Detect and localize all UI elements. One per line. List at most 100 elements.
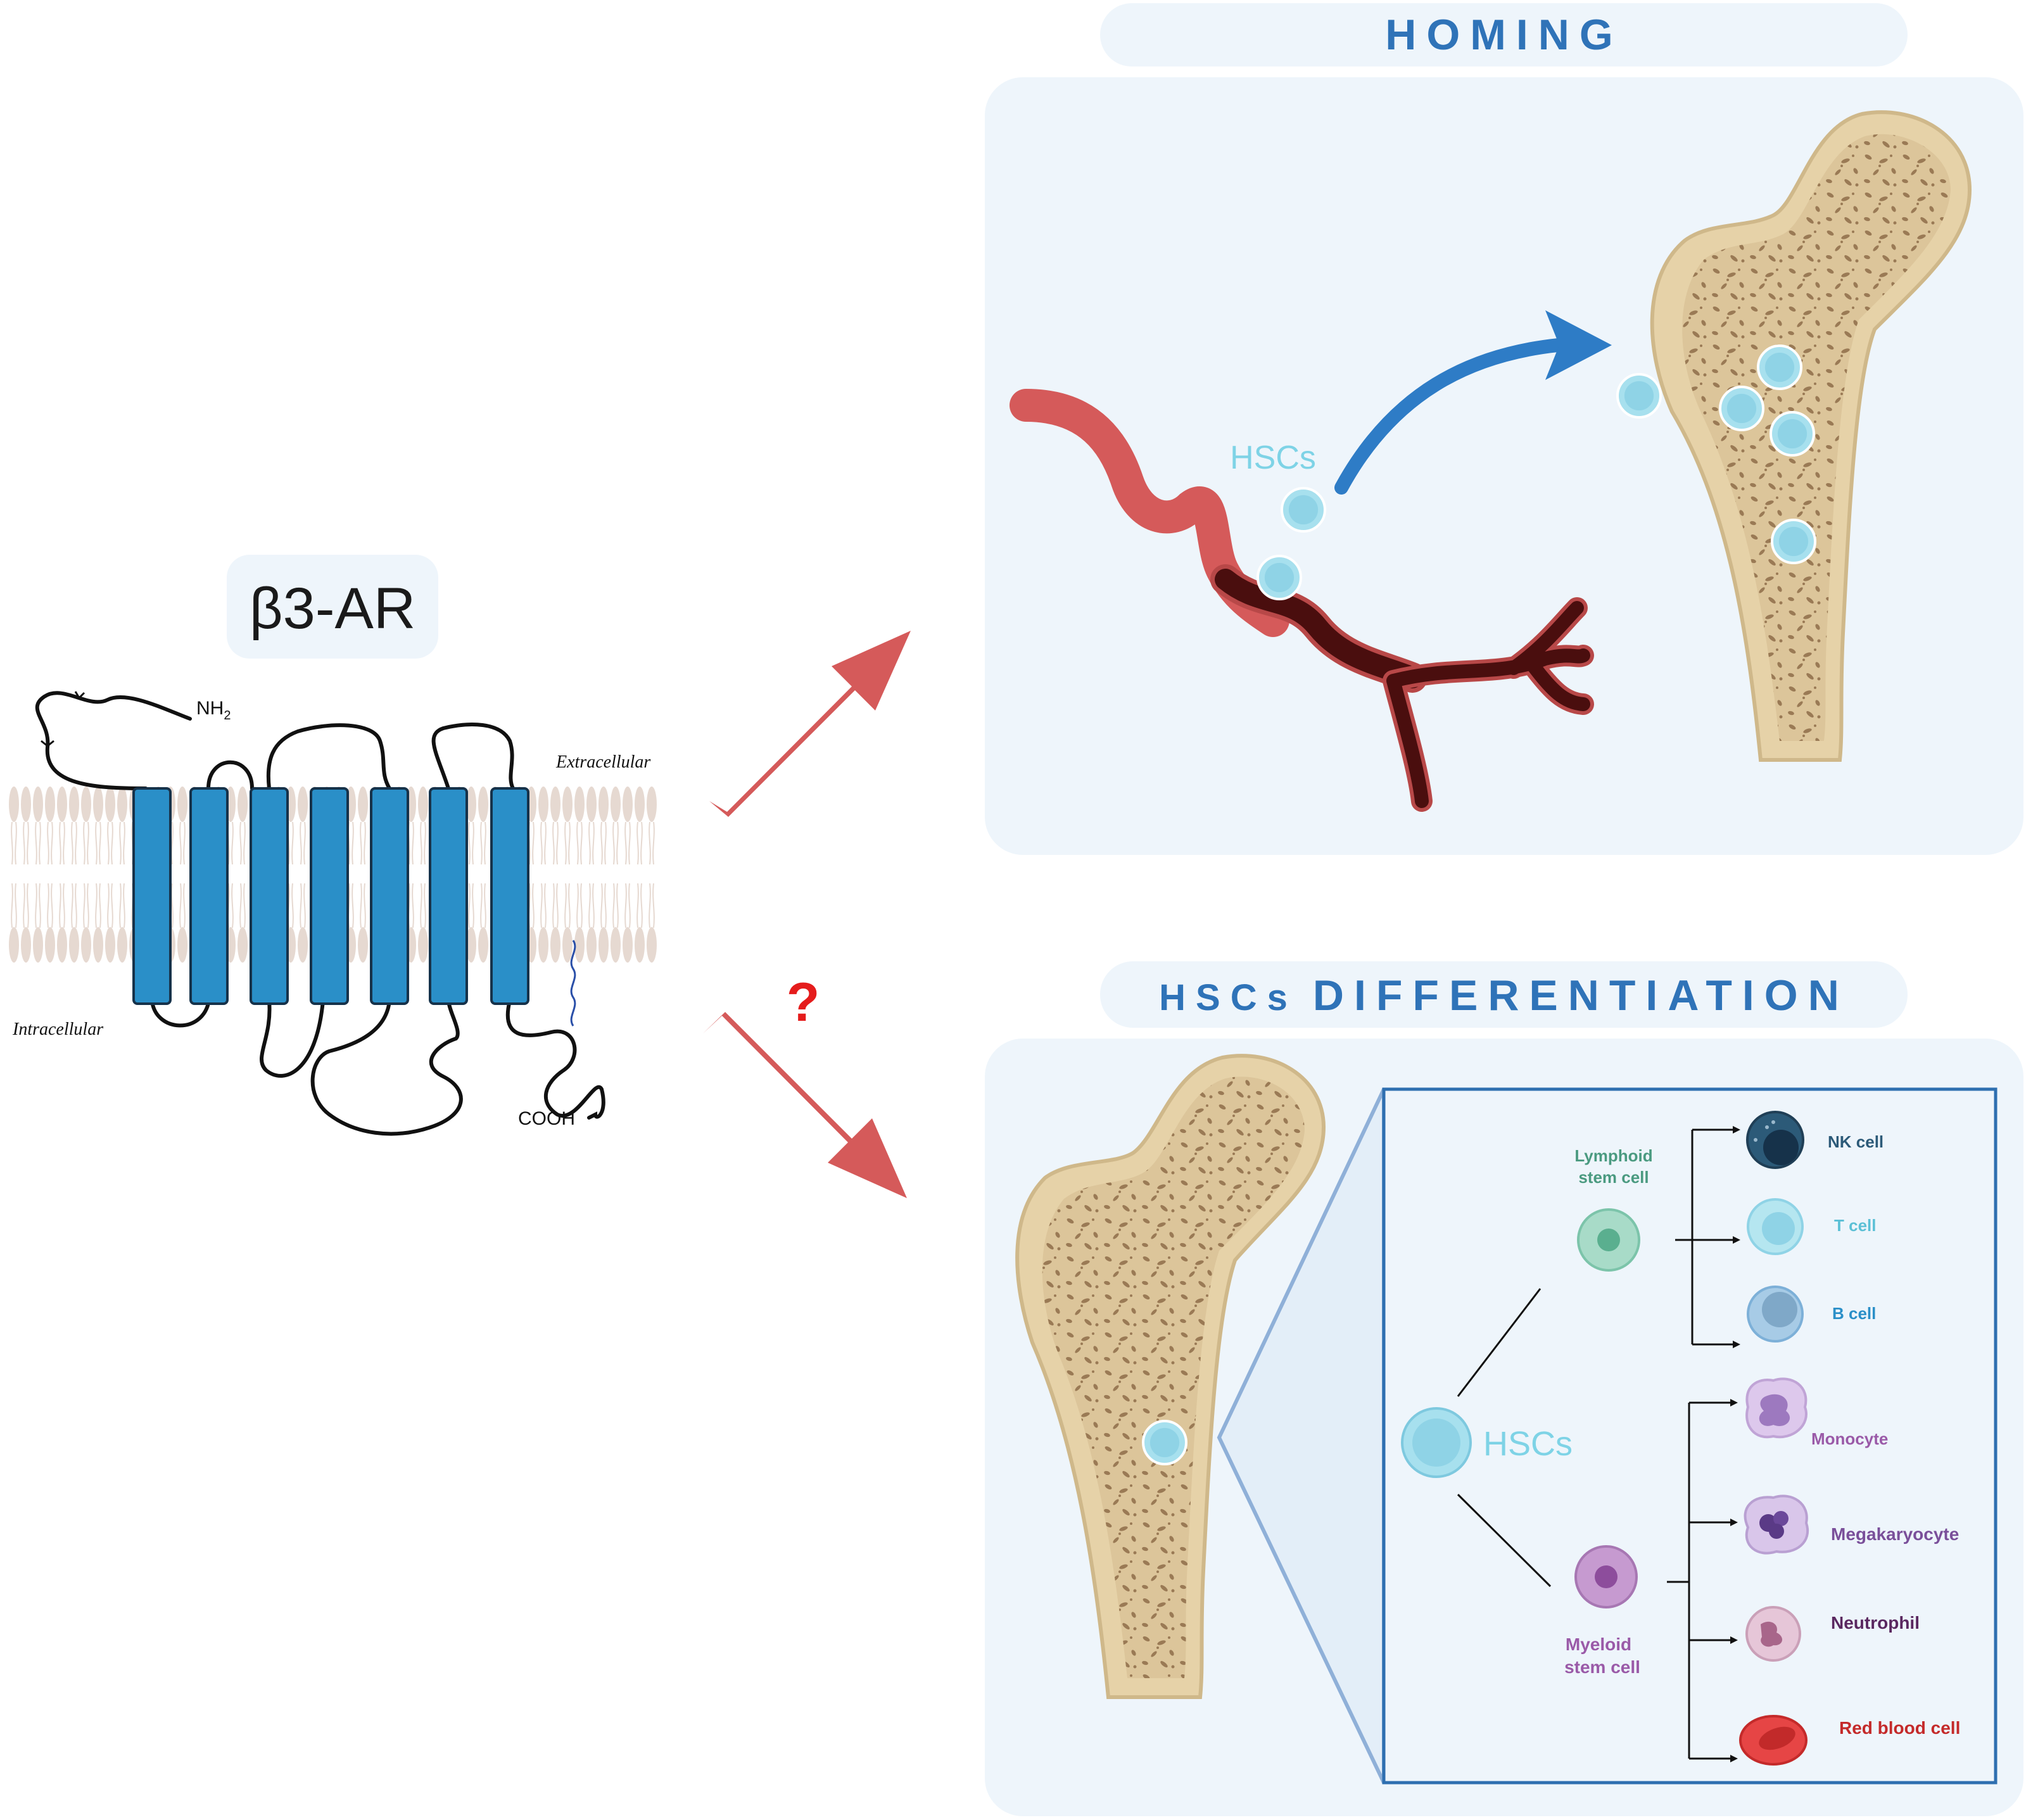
arrow-to-differentiation [703,1012,907,1198]
neutrophil [1745,1606,1801,1662]
extracellular-loop-3 [431,723,515,790]
t-cell [1747,1198,1804,1255]
t-cell-label: T cell [1834,1216,1876,1235]
lipid-molecule [177,786,188,963]
lipid-molecule [574,786,585,963]
intracellular-loop-2 [260,999,325,1078]
blood-vessel-lower [1210,564,1594,812]
tm-helix-6 [429,787,468,1005]
hsc-cells [1142,344,1816,1465]
lipid-molecule [56,786,68,963]
myeloid-label-2: stem cell [1564,1657,1640,1677]
tm-helix-3 [250,787,289,1005]
hsc-cell [1771,519,1816,564]
lineage-branch-lines [1689,1128,1735,1760]
homing-arrow [1334,338,1565,495]
lipid-molecule [646,786,657,963]
receptor-loops [35,691,605,1136]
tm-helix-4 [310,787,349,1005]
transmembrane-helices [132,787,529,1005]
c-terminal-tail [505,999,605,1120]
megakaryocyte-label: Megakaryocyte [1831,1524,1959,1544]
lipid-molecule [622,786,633,963]
homing-arrowhead [1545,310,1612,380]
diff-hsc-label: HSCs [1483,1425,1573,1463]
lipid-molecule [478,786,489,963]
lipid-molecule [237,786,248,963]
receptor-diagram: β3-AR NH2 CO [8,555,657,1136]
monocyte [1745,1377,1808,1439]
palmitoyl-anchor [570,940,576,1027]
extracellular-loop-1 [206,760,254,790]
lipid-molecule [20,786,32,963]
lipid-molecule [104,786,116,963]
tm-helix-2 [189,787,229,1005]
hsc-cell [1757,344,1802,390]
lipid-molecule [634,786,645,963]
lipid-molecule [610,786,621,963]
hsc-cell [1616,373,1662,419]
lineage-arrowheads [1730,1126,1740,1762]
lipid-molecule [92,786,104,963]
lipid-molecule [586,786,597,963]
b-cell [1747,1286,1804,1343]
homing-panel: HOMING HSCs [985,3,2023,855]
lymphoid-label-2: stem cell [1578,1168,1649,1187]
lipid-molecule [117,786,128,963]
lymphoid-label-1: Lymphoid [1574,1146,1652,1165]
intracellular-loop-1 [150,999,211,1028]
tm-helix-5 [370,787,409,1005]
intracellular-loop-3 [310,999,463,1136]
uncertain-marker: ? [787,972,820,1033]
homing-hsc-label: HSCs [1230,439,1316,476]
homing-header-box [1100,3,1908,66]
red-blood-cell-label: Red blood cell [1839,1718,1960,1738]
intracellular-label: Intracellular [12,1020,103,1039]
tm-helix-7 [490,787,529,1005]
n-terminal-tail [35,691,192,790]
monocyte-label: Monocyte [1811,1429,1888,1448]
homing-header: HOMING [1385,11,1623,59]
nk-cell [1746,1111,1804,1169]
hsc-cell [1257,555,1302,600]
hsc-cell [1281,487,1326,533]
hsc-cell-large [1401,1407,1472,1478]
lineage-connectors [1457,1130,1694,1759]
lipid-molecule [44,786,56,963]
receptor-title-box [227,555,438,659]
lipid-molecule [80,786,92,963]
neutrophil-label: Neutrophil [1831,1613,1920,1633]
nk-cell-label: NK cell [1828,1132,1884,1151]
differentiation-femur [1015,1054,1326,1699]
lipid-molecule [598,786,609,963]
hsc-cell [1719,386,1764,431]
lipid-molecule [417,786,429,963]
glycosylation-marks [41,691,85,747]
n-terminus-label: NH2 [196,698,231,723]
b-cell-label: B cell [1832,1304,1876,1323]
differentiation-header-box [1100,961,1908,1028]
receptor-title: β3-AR [250,576,416,641]
myeloid-label-1: Myeloid [1566,1634,1631,1654]
lipid-molecule [8,786,20,963]
hsc-cell [1142,1420,1187,1465]
red-blood-cell [1739,1715,1808,1766]
myeloid-stem-cell [1574,1545,1638,1608]
hsc-cell [1770,411,1815,457]
lipid-molecule [550,786,561,963]
tm-helix-1 [132,787,172,1005]
lipid-molecule [297,786,308,963]
extracellular-loop-2 [266,723,391,790]
lymphoid-stem-cell [1577,1208,1640,1272]
lipid-molecule [562,786,573,963]
lipid-molecule [538,786,549,963]
lipid-molecule [68,786,80,963]
lipid-molecule [32,786,44,963]
c-terminus-label: COOH [518,1108,575,1129]
megakaryocyte [1744,1495,1809,1555]
arrow-to-homing [709,631,911,817]
lipid-molecule [357,786,369,963]
